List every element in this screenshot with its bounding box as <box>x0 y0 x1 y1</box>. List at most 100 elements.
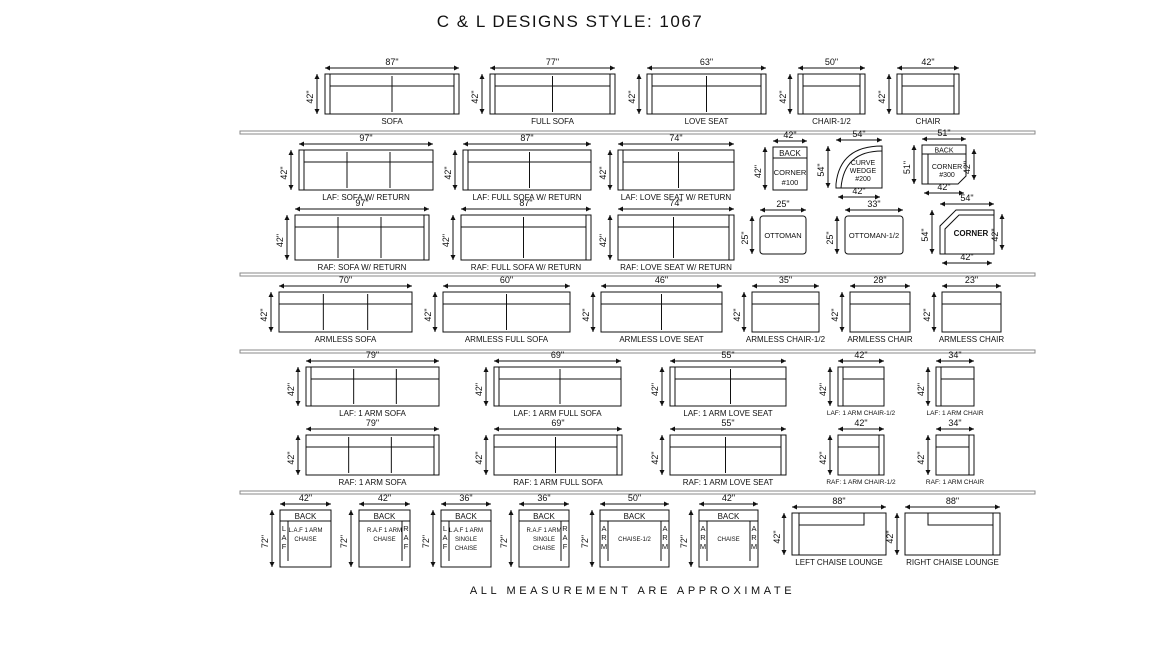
wedge-back-line <box>840 150 883 189</box>
one-arm-shape <box>669 366 787 407</box>
sofa-shape <box>751 291 820 333</box>
arrowhead <box>877 137 882 143</box>
furniture-item-love-seat: 63"42"LOVE SEAT <box>627 57 767 126</box>
sectional-shape <box>298 149 434 191</box>
arrowhead <box>924 190 929 196</box>
frame-outline <box>849 291 911 333</box>
item-name-label: FULL SOFA <box>531 117 574 126</box>
width-label: 69" <box>551 418 564 428</box>
arrowhead <box>483 435 489 440</box>
furniture-item-armless-full-sofa: 60"42"ARMLESS FULL SOFA <box>423 275 571 344</box>
width-label: 42" <box>299 493 312 503</box>
arrowhead <box>314 109 320 114</box>
furniture-item-raf-1-arm-full-sofa: 69"42"RAF: 1 ARM FULL SOFA <box>474 418 623 487</box>
arrowhead <box>326 501 331 507</box>
arrowhead <box>996 283 1001 289</box>
arrowhead <box>929 210 935 215</box>
item-name-label: LAF: 1 ARM FULL SOFA <box>513 409 602 418</box>
frame-outline <box>358 509 411 568</box>
frame-outline <box>837 434 885 476</box>
arrowhead <box>825 146 831 151</box>
arrowhead <box>825 183 831 188</box>
arrowhead <box>741 327 747 332</box>
item-name-label: ARMLESS CHAIR-1/2 <box>746 335 826 344</box>
depth-label: 42" <box>922 308 932 321</box>
wedge-outline <box>835 145 883 189</box>
arrowhead <box>607 150 613 155</box>
back-label: BACK <box>718 512 740 521</box>
depth-label: 42" <box>470 90 480 103</box>
back-label: BACK <box>624 512 646 521</box>
frame-outline <box>279 509 332 568</box>
arm-side-letter: M <box>751 542 757 551</box>
arrowhead <box>441 501 446 507</box>
arrowhead <box>688 562 694 567</box>
frame-outline <box>493 366 622 407</box>
back-line <box>927 513 994 526</box>
ottoman-shape: OTTOMAN <box>759 215 807 255</box>
arrowhead <box>424 206 429 212</box>
arm-side-letter: A <box>403 533 408 542</box>
frame-outline <box>772 146 808 191</box>
depth-label: 42" <box>990 228 1000 241</box>
arrowhead <box>607 215 613 220</box>
arrowhead <box>490 65 495 71</box>
frame-outline <box>797 73 866 115</box>
width-label: 79" <box>366 418 379 428</box>
frame-outline <box>305 434 440 476</box>
arrowhead <box>494 426 499 432</box>
width-label: 88" <box>946 496 959 506</box>
arrowhead <box>749 216 755 221</box>
width-label: 50" <box>825 57 838 67</box>
frame-outline <box>921 144 967 185</box>
width-label: 23" <box>965 275 978 285</box>
width-label: 42" <box>378 493 391 503</box>
arrowhead <box>564 501 569 507</box>
width-label: 87" <box>519 198 532 208</box>
arrowhead <box>479 74 485 79</box>
arrowhead <box>314 74 320 79</box>
arrowhead <box>762 147 768 152</box>
product-code-label: #200 <box>855 176 871 183</box>
width-label: 63" <box>700 57 713 67</box>
depth-label: 42" <box>753 165 763 178</box>
chaise-name-text: L.A.F 1 ARM <box>449 528 483 534</box>
arrowhead <box>875 194 880 200</box>
arrowhead <box>348 510 354 515</box>
depth-label: 42" <box>732 308 742 321</box>
item-name-label: LAF: 1 ARM CHAIR-1/2 <box>827 410 896 417</box>
frame-outline <box>935 434 975 476</box>
arrowhead <box>519 501 524 507</box>
arrowhead <box>452 150 458 155</box>
depth-label: 42" <box>962 161 972 174</box>
furniture-item-laf-1-arm-chair-1-2: 42"42"LAF: 1 ARM CHAIR-1/2 <box>818 350 896 417</box>
arrowhead <box>508 510 514 515</box>
arrowhead <box>295 367 301 372</box>
item-name-label: CORNER <box>954 229 989 238</box>
arrowhead <box>279 283 284 289</box>
one-arm-shape <box>837 434 885 476</box>
arm-side-letter: F <box>282 542 287 551</box>
width-label: 28" <box>873 275 886 285</box>
arrowhead <box>589 562 595 567</box>
arrowhead <box>405 501 410 507</box>
arrowhead <box>999 214 1005 219</box>
arm-side-letter: A <box>751 524 756 533</box>
one-arm-shape <box>935 434 975 476</box>
arrowhead <box>922 136 927 142</box>
arrowhead <box>836 137 841 143</box>
arm-side-letter: L <box>282 524 286 533</box>
depth-label: 42" <box>474 451 484 464</box>
arrowhead <box>636 109 642 114</box>
arrowhead <box>936 358 941 364</box>
arrowhead <box>269 562 275 567</box>
frame-outline <box>305 366 440 407</box>
section-divider <box>239 490 1036 495</box>
